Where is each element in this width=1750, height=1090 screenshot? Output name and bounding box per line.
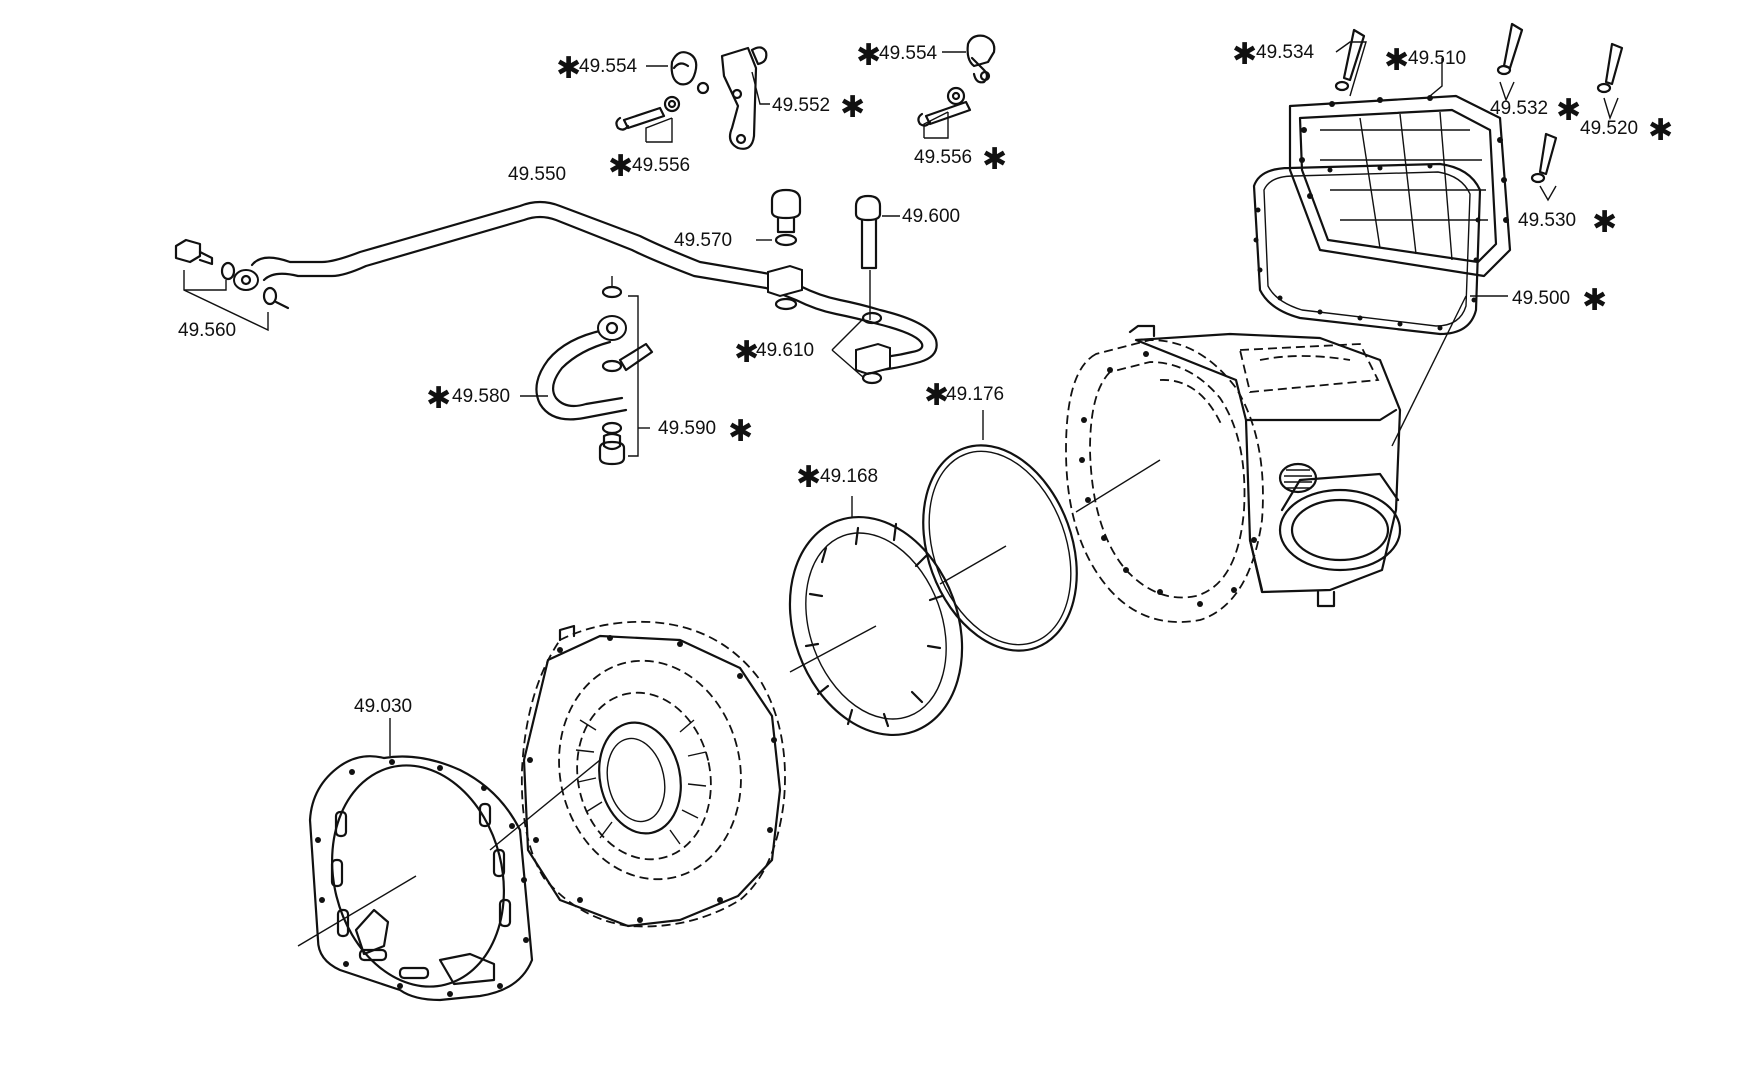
- svg-text:49.168: 49.168: [820, 466, 878, 487]
- svg-text:49.530: 49.530: [1518, 210, 1576, 231]
- svg-text:49.532: 49.532: [1490, 98, 1548, 119]
- disc-49-168: [788, 496, 964, 737]
- label-49-532: 49.532 ✱: [1490, 93, 1581, 128]
- asterisk-icon: ✱: [840, 90, 865, 125]
- asterisk-icon: ✱: [1648, 113, 1673, 148]
- label-49-534: ✱ 49.534: [1232, 37, 1315, 72]
- label-49-570: 49.570: [674, 230, 732, 251]
- clamp-assembly-middle: [917, 34, 996, 139]
- label-49-556-b: 49.556 ✱: [914, 142, 1007, 177]
- svg-text:49.570: 49.570: [674, 230, 732, 251]
- asterisk-icon: ✱: [1384, 43, 1409, 78]
- label-49-556-a: ✱ 49.556: [608, 149, 690, 184]
- asterisk-icon: ✱: [1556, 93, 1581, 128]
- asterisk-icon: ✱: [1592, 205, 1617, 240]
- svg-text:49.510: 49.510: [1408, 48, 1466, 69]
- svg-text:49.600: 49.600: [902, 206, 960, 227]
- svg-text:49.556: 49.556: [632, 155, 690, 176]
- svg-text:49.554: 49.554: [879, 43, 938, 64]
- oil-pipe-49-550: [174, 188, 938, 385]
- asterisk-icon: ✱: [556, 51, 581, 86]
- label-49-552: 49.552 ✱: [772, 90, 865, 125]
- asterisk-icon: ✱: [734, 335, 759, 370]
- svg-text:49.030: 49.030: [354, 696, 412, 717]
- label-49-520: 49.520 ✱: [1580, 113, 1673, 148]
- label-49-500: 49.500 ✱: [1512, 283, 1607, 318]
- svg-text:49.176: 49.176: [946, 384, 1004, 405]
- clamp-assembly-left: [615, 46, 770, 150]
- svg-text:49.554: 49.554: [579, 56, 638, 77]
- label-49-554-b: ✱ 49.554: [856, 38, 938, 73]
- asterisk-icon: ✱: [728, 414, 753, 449]
- gasket-49-500: [1252, 162, 1508, 447]
- asterisk-icon: ✱: [1582, 283, 1607, 318]
- asterisk-icon: ✱: [426, 381, 451, 416]
- svg-text:49.550: 49.550: [508, 164, 566, 185]
- asterisk-icon: ✱: [796, 460, 821, 495]
- transmission-housing: [1065, 324, 1402, 623]
- svg-text:49.500: 49.500: [1512, 288, 1570, 309]
- svg-text:49.580: 49.580: [452, 386, 510, 407]
- converter-housing: [489, 620, 786, 928]
- svg-text:49.520: 49.520: [1580, 118, 1638, 139]
- label-49-560: 49.560: [178, 320, 236, 341]
- label-49-600: 49.600: [902, 206, 960, 227]
- asterisk-icon: ✱: [982, 142, 1007, 177]
- label-49-530: 49.530 ✱: [1518, 205, 1617, 240]
- label-49-030: 49.030: [354, 696, 412, 717]
- svg-text:49.534: 49.534: [1256, 42, 1315, 63]
- label-49-510: ✱ 49.510: [1384, 43, 1466, 78]
- label-49-550: 49.550: [508, 164, 566, 185]
- label-49-610: ✱ 49.610: [734, 335, 814, 370]
- label-49-590: 49.590 ✱: [658, 414, 753, 449]
- cover-bolts: [1334, 22, 1624, 202]
- svg-text:49.610: 49.610: [756, 340, 814, 361]
- svg-text:49.552: 49.552: [772, 95, 830, 116]
- hose-49-580: [520, 276, 654, 466]
- o-ring-49-176: [922, 410, 1078, 652]
- asterisk-icon: ✱: [608, 149, 633, 184]
- asterisk-icon: ✱: [856, 38, 881, 73]
- svg-text:49.560: 49.560: [178, 320, 236, 341]
- label-49-580: ✱ 49.580: [426, 381, 510, 416]
- svg-text:49.590: 49.590: [658, 418, 716, 439]
- label-49-554-a: ✱ 49.554: [556, 51, 638, 86]
- gasket-49-030: [297, 718, 534, 1002]
- cover-49-510: [1288, 94, 1512, 278]
- svg-text:49.556: 49.556: [914, 147, 972, 168]
- label-49-176: ✱ 49.176: [924, 378, 1004, 413]
- asterisk-icon: ✱: [924, 378, 949, 413]
- asterisk-icon: ✱: [1232, 37, 1257, 72]
- label-49-168: ✱ 49.168: [796, 460, 878, 495]
